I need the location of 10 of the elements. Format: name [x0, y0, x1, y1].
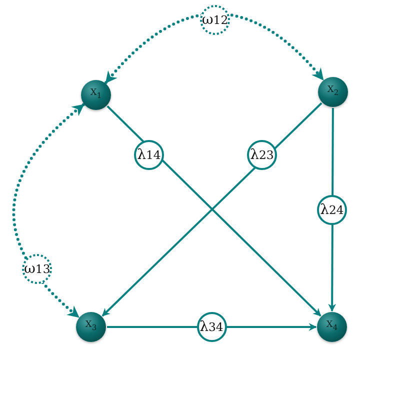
sphere-node	[318, 77, 348, 107]
sphere-node	[317, 312, 347, 342]
node-label: X$_{3}$	[84, 320, 98, 332]
dotted-arrow	[12, 103, 85, 318]
sphere-node	[76, 312, 106, 342]
node-label: X$_{2}$	[326, 85, 340, 97]
sphere-node	[81, 80, 111, 110]
node-label: X$_{4}$	[325, 320, 339, 332]
dotted-arrow	[104, 12, 324, 84]
node-label: X$_{1}$	[89, 88, 103, 100]
